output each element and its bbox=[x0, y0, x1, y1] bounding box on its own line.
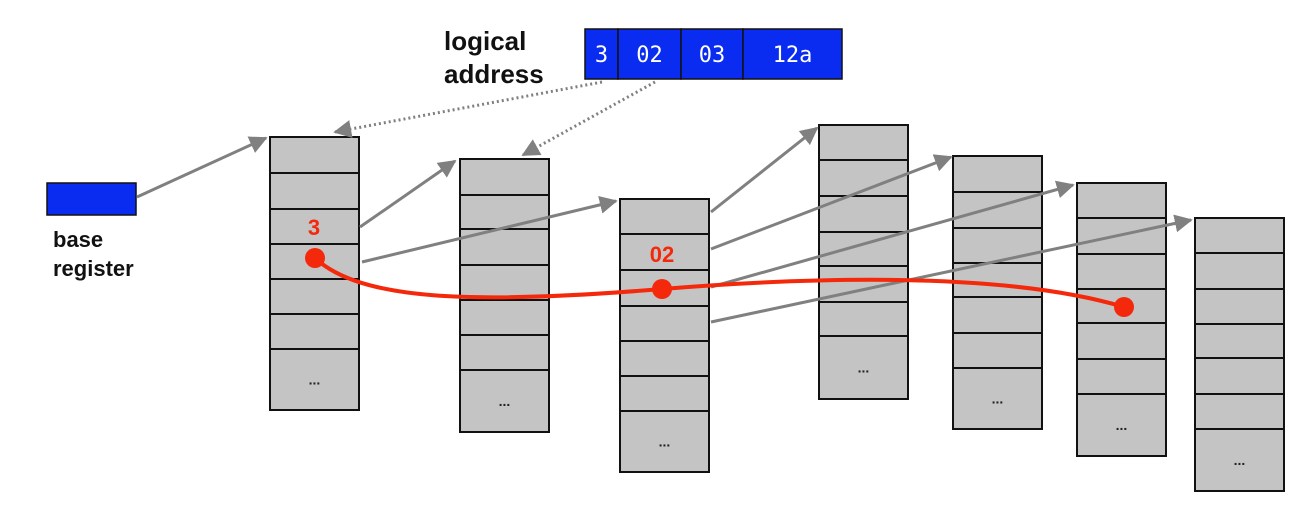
arrow-level1-entry2-to-table2a bbox=[359, 159, 457, 229]
page-table-frame bbox=[619, 198, 710, 473]
address-field-box-level3 bbox=[680, 28, 744, 80]
logical-address-label-line2: address bbox=[444, 59, 544, 89]
base-register-label-line2: register bbox=[53, 256, 134, 281]
path-point-level2 bbox=[652, 279, 672, 299]
logical-address-label-line1: logical bbox=[444, 26, 526, 56]
dotted-arrow-index1 bbox=[333, 80, 603, 138]
page-table-frame bbox=[1194, 217, 1285, 492]
page-table-ellipsis: ... bbox=[858, 360, 870, 376]
address-field-level3: 03 bbox=[699, 43, 726, 68]
address-field-offset: 12a bbox=[773, 43, 813, 68]
page-table-frame bbox=[269, 136, 360, 411]
arrow-base-to-level1 bbox=[136, 136, 268, 199]
dotted-arrow-index2 bbox=[521, 80, 656, 157]
page-table-level-3a: ... bbox=[818, 124, 909, 400]
pointer-arrows bbox=[136, 126, 1193, 324]
page-table-frame bbox=[952, 155, 1043, 430]
address-field-box-level2 bbox=[617, 28, 682, 80]
page-table-level-3c: ... bbox=[1076, 182, 1167, 457]
page-table-ellipsis: ... bbox=[992, 391, 1004, 407]
address-field-level2: 02 bbox=[636, 43, 663, 68]
logical-address-register: 3 02 03 12a bbox=[584, 28, 843, 80]
address-field-level1: 3 bbox=[595, 43, 608, 68]
page-table-ellipsis: ... bbox=[1234, 452, 1246, 468]
page-table-level-3d: ... bbox=[1194, 217, 1285, 492]
page-table-ellipsis: ... bbox=[659, 434, 671, 450]
page-table-frame bbox=[818, 124, 909, 400]
base-register-box bbox=[46, 182, 137, 216]
index-arrows bbox=[333, 80, 656, 157]
page-table-ellipsis: ... bbox=[499, 393, 511, 409]
arrow-level1-entry3-to-table2b bbox=[361, 196, 618, 264]
page-table-level-3b: ... bbox=[952, 155, 1043, 430]
page-table-ellipsis: ... bbox=[309, 372, 321, 388]
path-point-level1 bbox=[305, 248, 325, 268]
address-field-box-level1 bbox=[584, 28, 619, 80]
arrow-level2b-entry3-to-table3d bbox=[710, 214, 1193, 324]
page-table-level-2b: ... bbox=[619, 198, 710, 473]
highlight-label-level2: 02 bbox=[650, 242, 674, 267]
base-register-label-line1: base bbox=[53, 227, 103, 252]
page-table-level-1: ... bbox=[269, 136, 360, 411]
page-table-ellipsis: ... bbox=[1116, 417, 1128, 433]
arrow-level2b-entry1-to-table3b bbox=[710, 154, 953, 251]
arrow-level2b-entry0-to-table3a bbox=[710, 126, 819, 214]
page-table-frame bbox=[1076, 182, 1167, 457]
arrow-level2b-entry2-to-table3c bbox=[710, 180, 1075, 289]
path-point-level3 bbox=[1114, 297, 1134, 317]
address-field-box-offset bbox=[742, 28, 843, 80]
highlight-label-level1: 3 bbox=[308, 215, 320, 240]
